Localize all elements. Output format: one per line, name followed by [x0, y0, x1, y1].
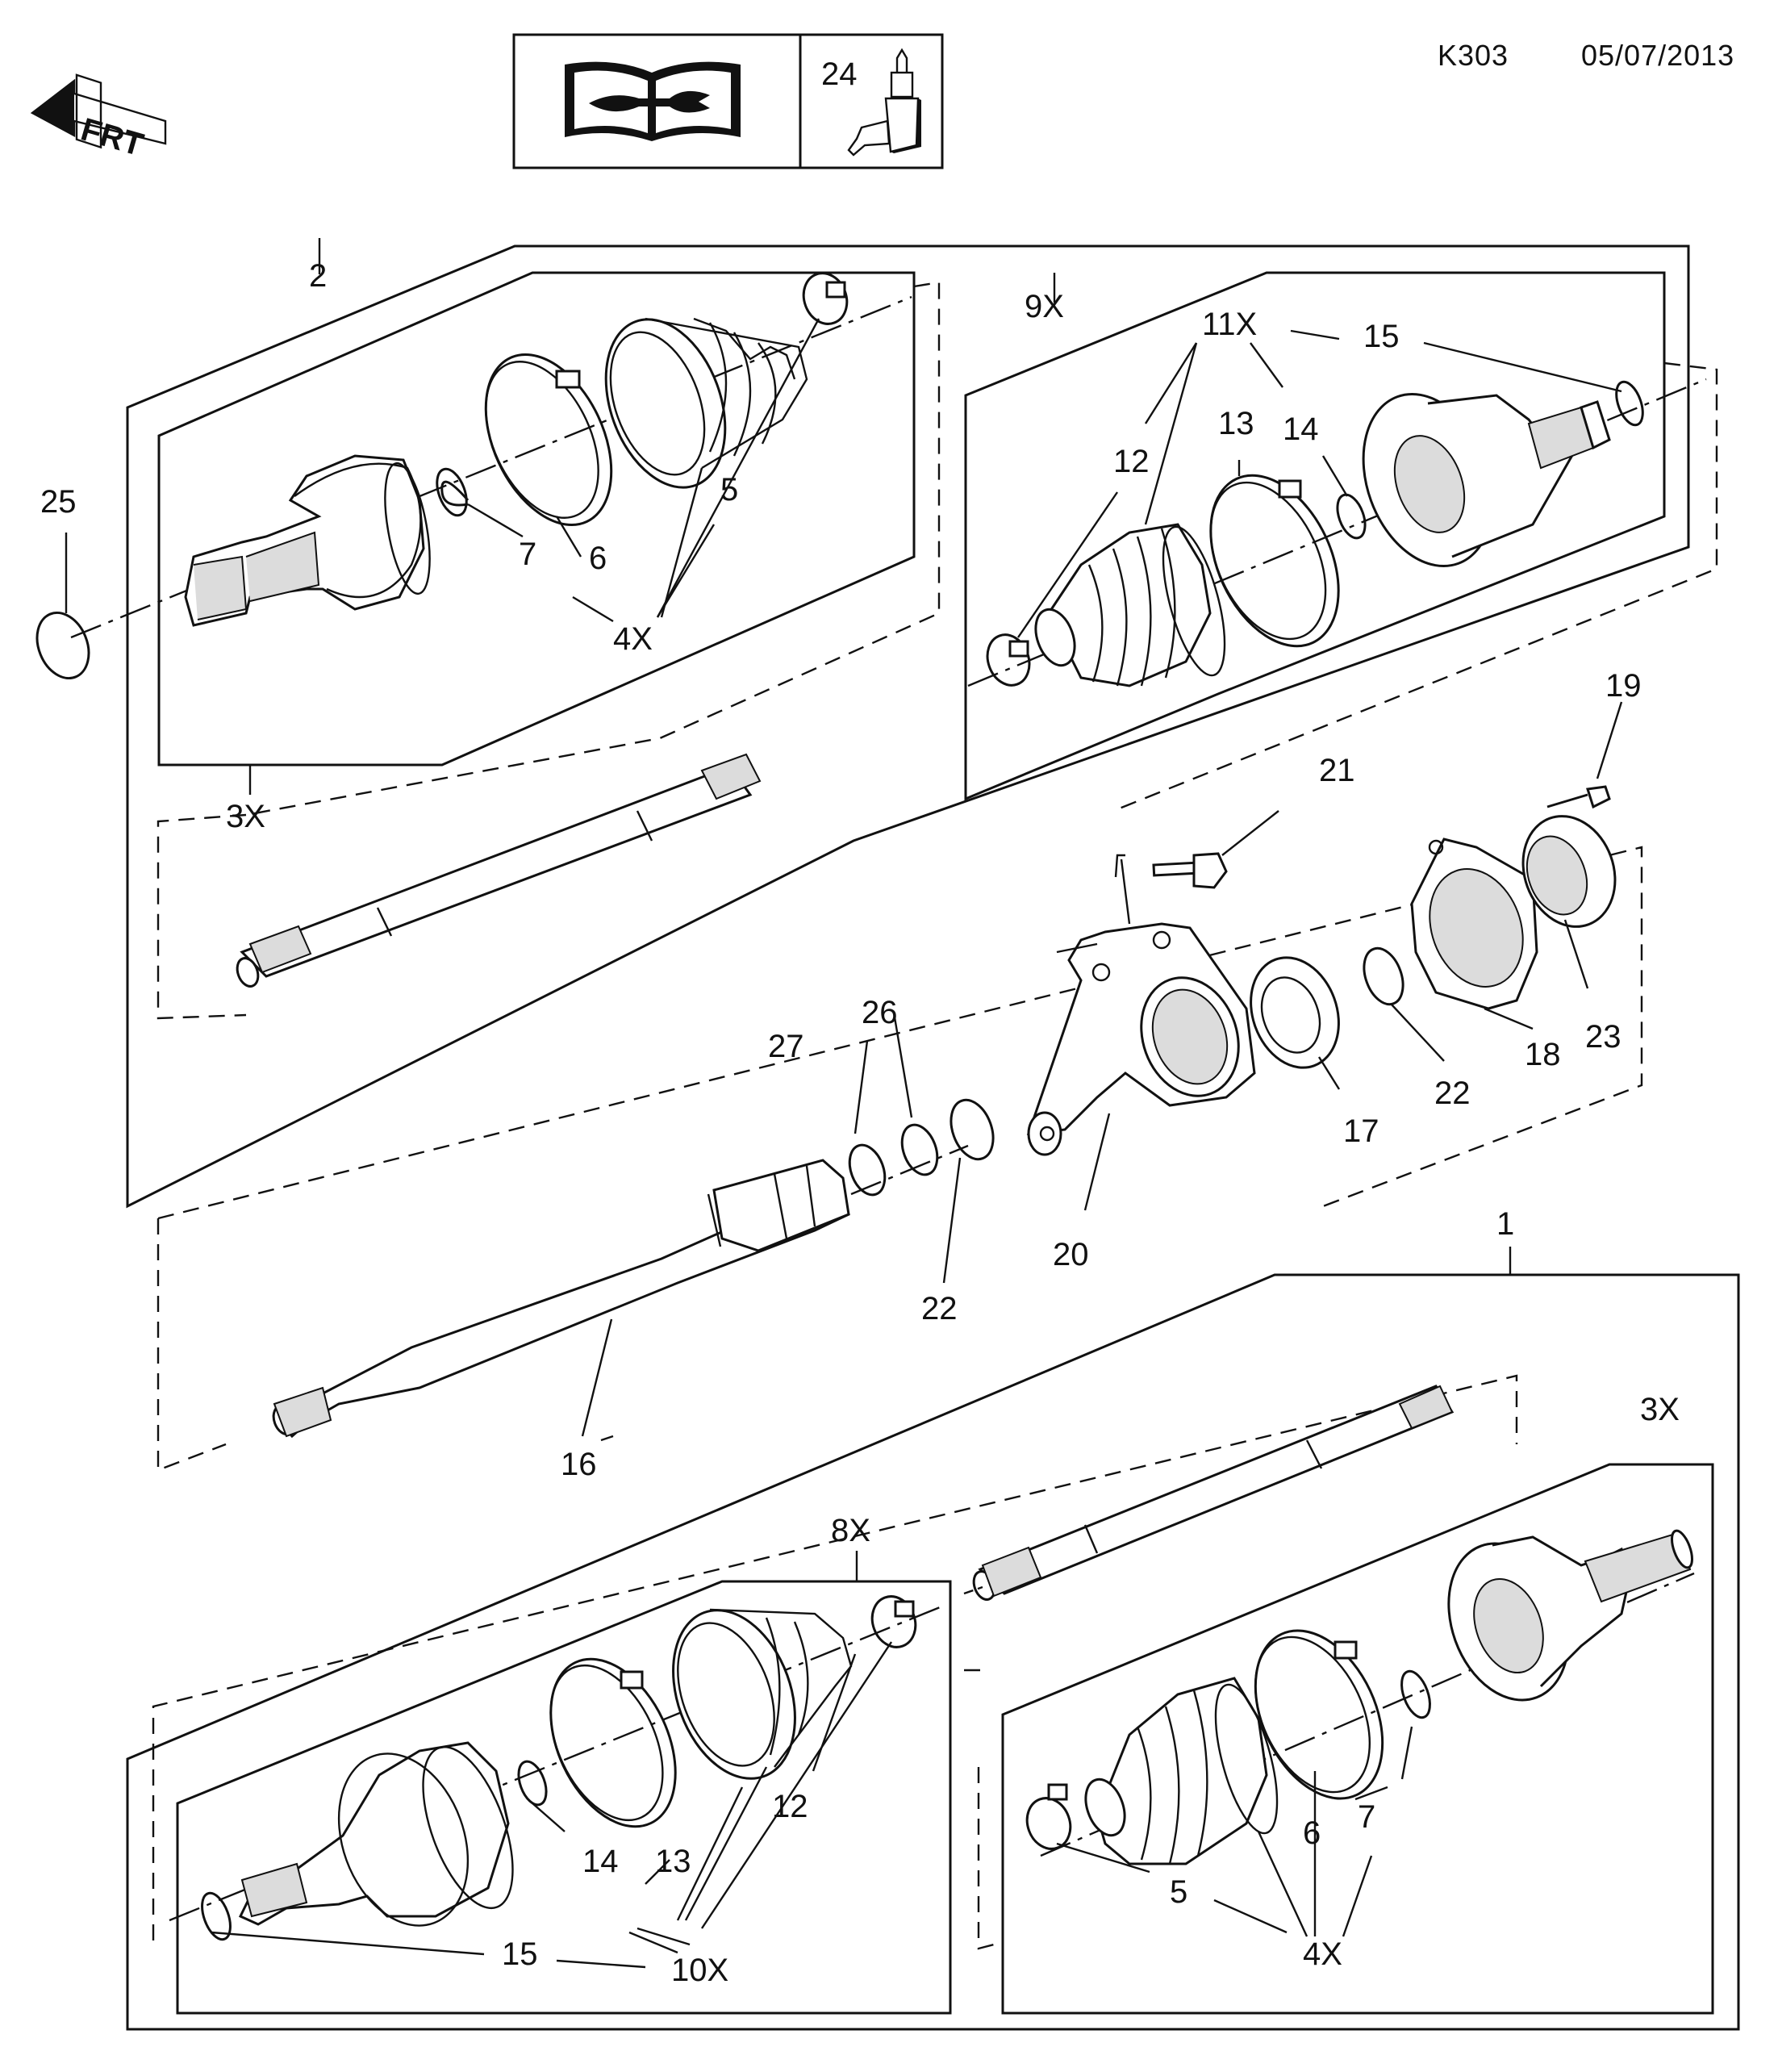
callout-26: 26	[862, 995, 898, 1030]
circlip-15-lower	[201, 1891, 232, 1941]
bearing-cap-18	[1410, 838, 1538, 1010]
callout-6-bottom: 6	[1303, 1815, 1321, 1851]
circlip-22-upper	[1363, 946, 1404, 1006]
intermediate-shaft-upper	[236, 753, 762, 988]
callout-5-bottom: 5	[1170, 1874, 1187, 1910]
front-logo-text: FRT	[77, 111, 148, 163]
bearing-bracket-20	[1026, 922, 1256, 1156]
callout-15-bottom: 15	[502, 1936, 538, 1972]
ring-26	[900, 1123, 939, 1176]
boot-clamp-6-lower	[1254, 1629, 1384, 1800]
small-clamp-12-lower	[870, 1595, 917, 1648]
workshop-manual-wrench-icon	[565, 61, 741, 141]
callout-23: 23	[1585, 1019, 1621, 1055]
callout-9x: 9X	[1025, 289, 1064, 324]
callout-2: 2	[309, 258, 327, 294]
inner-cv-joint-upper	[1362, 392, 1611, 568]
callout-19: 19	[1605, 668, 1642, 704]
callout-5-top: 5	[720, 472, 738, 508]
outer-cv-joint-upper	[184, 454, 431, 627]
circlip-15-upper	[1615, 380, 1644, 427]
callout-7-bottom: 7	[1358, 1799, 1375, 1835]
callout-4x-top: 4X	[613, 621, 653, 657]
callout-13-top: 13	[1218, 406, 1254, 441]
grease-applicator-icon	[847, 48, 921, 157]
small-clamp-5-upper	[802, 272, 849, 325]
callout-13-bottom: 13	[655, 1844, 691, 1879]
callout-11x: 11X	[1202, 307, 1257, 342]
upper-driveshaft-assembly-frame	[126, 244, 1690, 1209]
callout-22-lower: 22	[921, 1291, 958, 1326]
callout-8x: 8X	[831, 1513, 870, 1548]
lower-outer-joint-group	[964, 1463, 1714, 2015]
cv-boot-5-upper	[604, 317, 808, 489]
circlip-22-lower	[950, 1098, 995, 1161]
front-arrow-logo: FRT	[30, 73, 167, 163]
boot-clamp-13-lower	[549, 1657, 677, 1828]
small-clamp-5-lower	[1025, 1797, 1072, 1850]
outer-cv-joint-lower	[1447, 1529, 1693, 1702]
intermediate-shaft-lower	[152, 1374, 1518, 1940]
callout-7-top: 7	[519, 537, 536, 572]
legend-quantity: 24	[821, 56, 858, 92]
callout-18: 18	[1525, 1037, 1561, 1072]
callout-22-upper: 22	[1434, 1076, 1471, 1111]
callout-3x-top: 3X	[226, 799, 265, 834]
callout-15-top: 15	[1363, 319, 1400, 354]
circlip-14-upper	[1336, 493, 1367, 540]
callout-4x-bottom: 4X	[1303, 1936, 1342, 1972]
callout-14-top: 14	[1283, 411, 1319, 447]
callout-16: 16	[561, 1447, 597, 1482]
circlip-14-lower	[517, 1760, 548, 1807]
callout-1: 1	[1496, 1206, 1514, 1242]
callout-12-bottom: 12	[772, 1789, 808, 1824]
callout-17: 17	[1343, 1113, 1379, 1149]
callout-27: 27	[768, 1029, 804, 1064]
cv-boot-5-lower	[1084, 1677, 1279, 1865]
boot-clamp-6-upper	[484, 353, 613, 526]
callout-21: 21	[1319, 753, 1355, 788]
callout-3x-bottom: 3X	[1640, 1392, 1680, 1427]
upper-inner-joint-group	[964, 271, 1718, 813]
cv-boot-12-lower	[672, 1608, 853, 1780]
callout-6-top: 6	[589, 541, 607, 576]
bolt-19	[1546, 785, 1611, 809]
lower-driveshaft-assembly-frame	[126, 1247, 1740, 2031]
lower-inner-joint-group	[169, 1551, 952, 2015]
boot-clamp-13-upper	[1209, 474, 1340, 648]
circlip-25	[35, 611, 90, 680]
diagram-code: K303	[1438, 39, 1509, 72]
callout-10x: 10X	[671, 1953, 728, 1988]
callout-14-bottom: 14	[582, 1844, 619, 1879]
cv-boot-12-upper	[1034, 523, 1226, 687]
callout-20: 20	[1053, 1237, 1089, 1272]
legend-box: 24	[512, 33, 944, 169]
seal-23	[1521, 815, 1617, 928]
upper-outer-joint-group	[35, 238, 941, 1020]
inner-cv-joint-lower	[238, 1741, 514, 1927]
bolt-21	[1114, 852, 1228, 889]
callout-12-top: 12	[1113, 444, 1150, 479]
main-shaft-16	[157, 846, 1643, 1472]
diagram-date: 05/07/2013	[1581, 39, 1735, 72]
o-ring-27	[848, 1143, 887, 1197]
circlip-7-lower	[1400, 1669, 1431, 1719]
circlip-7-upper	[440, 480, 470, 507]
callout-25: 25	[40, 484, 77, 520]
